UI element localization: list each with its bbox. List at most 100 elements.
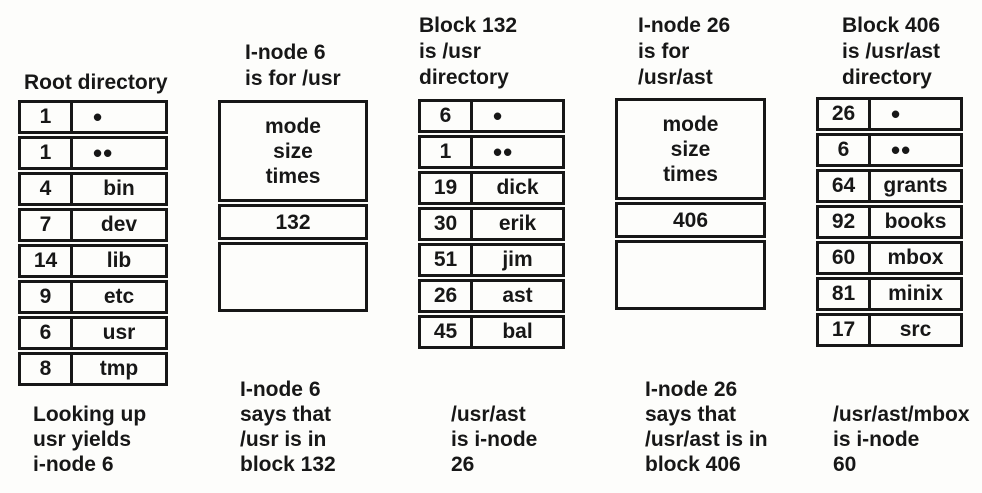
- inode-attributes-section: mode size times: [218, 100, 368, 202]
- entry-name-cell: grants: [883, 174, 948, 197]
- dir-entry-row: 26 •: [816, 97, 963, 131]
- inode-number-cell: 1: [421, 138, 473, 166]
- dir-entry-row: 9 etc: [18, 280, 168, 314]
- dir-entry-row: 1 ••: [18, 136, 168, 170]
- entry-name-cell: src: [899, 318, 932, 341]
- entry-name-cell: bal: [502, 320, 533, 343]
- dir-entry-row: 81 minix: [816, 277, 963, 311]
- root-lookup-caption: Looking up usr yields i-node 6: [33, 402, 146, 477]
- block-132-table: 6 • 1 •• 19 dick 30 erik 51 jim 26 ast 4…: [418, 99, 565, 349]
- title-line: is for: [638, 40, 690, 63]
- inode-number-cell: 45: [421, 318, 473, 346]
- caption-line: /usr/ast is in: [645, 428, 768, 451]
- caption-line: I-node 26: [645, 378, 738, 401]
- inode-26-box: mode size times 406: [615, 98, 766, 310]
- entry-name-cell: lib: [106, 249, 132, 272]
- entry-name-cell: mbox: [887, 246, 944, 269]
- title-line: directory: [842, 66, 932, 89]
- caption-line: is i-node: [451, 428, 538, 451]
- inode-6-caption: I-node 6 says that /usr is in block 132: [240, 377, 336, 477]
- caption-line: block 406: [645, 453, 741, 476]
- entry-name-cell: dev: [100, 213, 138, 236]
- dir-entry-row: 30 erik: [418, 207, 565, 241]
- inode-26-title: I-node 26 is for /usr/ast: [638, 13, 730, 91]
- inode-number-cell: 4: [21, 175, 73, 203]
- entry-name-cell: tmp: [99, 357, 139, 380]
- caption-line: I-node 6: [240, 378, 321, 401]
- inode-field: times: [663, 162, 718, 186]
- inode-number-cell: 51: [421, 246, 473, 274]
- block-pointer-value: 406: [672, 208, 709, 232]
- dir-entry-row: 7 dev: [18, 208, 168, 242]
- block-406-title: Block 406 is /usr/ast directory: [842, 13, 940, 91]
- title-line: Block 132: [419, 14, 518, 37]
- title-line: Block 406: [842, 14, 941, 37]
- inode-attributes-section: mode size times: [615, 98, 766, 200]
- inode-6-box: mode size times 132: [218, 100, 368, 312]
- block-132-title: Block 132 is /usr directory: [419, 13, 517, 91]
- inode-number-cell: 64: [819, 172, 871, 200]
- entry-name-cell: ast: [502, 284, 533, 307]
- entry-name-cell: ••: [93, 137, 114, 168]
- inode-number-cell: 17: [819, 316, 871, 344]
- block-pointer-section: 132: [218, 204, 368, 240]
- title-line: is /usr/ast: [842, 40, 941, 63]
- caption-line: Looking up: [33, 403, 147, 426]
- inode-6-title: I-node 6 is for /usr: [245, 40, 341, 92]
- inode-number-cell: 6: [421, 102, 473, 130]
- inode-number-cell: 1: [21, 103, 73, 131]
- inode-number-cell: 26: [819, 100, 871, 128]
- caption-line: /usr/ast/mbox: [833, 403, 970, 426]
- entry-name-cell: minix: [888, 282, 943, 305]
- inode-number-cell: 30: [421, 210, 473, 238]
- inode-26-caption: I-node 26 says that /usr/ast is in block…: [645, 377, 768, 477]
- entry-name-cell: ••: [891, 134, 912, 165]
- caption-line: /usr/ast: [451, 403, 526, 426]
- title-line: I-node 26: [638, 14, 731, 37]
- caption-line: 26: [451, 453, 475, 476]
- dir-entry-row: 14 lib: [18, 244, 168, 278]
- caption-line: block 132: [240, 453, 336, 476]
- dir-entry-row: 1 ••: [418, 135, 565, 169]
- entry-name-cell: erik: [498, 212, 537, 235]
- caption-line: i-node 6: [33, 453, 114, 476]
- title-line: directory: [419, 66, 509, 89]
- inode-number-cell: 7: [21, 211, 73, 239]
- entry-name-cell: books: [884, 210, 947, 233]
- caption-line: says that: [240, 403, 332, 426]
- dir-entry-row: 64 grants: [816, 169, 963, 203]
- inode-number-cell: 14: [21, 247, 73, 275]
- dir-entry-row: 17 src: [816, 313, 963, 347]
- inode-number-cell: 26: [421, 282, 473, 310]
- inode-field: mode: [662, 112, 719, 136]
- dir-entry-row: 6 usr: [18, 316, 168, 350]
- inode-field: times: [265, 164, 321, 188]
- inode-field: size: [273, 139, 313, 163]
- entry-name-cell: ••: [493, 136, 514, 167]
- dir-entry-row: 60 mbox: [816, 241, 963, 275]
- empty-section: [218, 242, 368, 312]
- caption-line: is i-node: [833, 428, 920, 451]
- dir-entry-row: 26 ast: [418, 279, 565, 313]
- dir-entry-row: 4 bin: [18, 172, 168, 206]
- title-line: /usr/ast: [638, 66, 713, 89]
- entry-name-cell: •: [93, 101, 104, 132]
- inode-number-cell: 9: [21, 283, 73, 311]
- dir-entry-row: 1 •: [18, 100, 168, 134]
- inode-field: size: [670, 137, 711, 161]
- dir-entry-row: 45 bal: [418, 315, 565, 349]
- block-406-caption: /usr/ast/mbox is i-node 60: [833, 402, 970, 477]
- empty-section: [615, 240, 766, 310]
- block-132-caption: /usr/ast is i-node 26: [451, 402, 537, 477]
- title-line: is for /usr: [245, 67, 341, 90]
- dir-entry-row: 8 tmp: [18, 352, 168, 386]
- dir-entry-row: 19 dick: [418, 171, 565, 205]
- title-line: I-node 6: [245, 41, 326, 64]
- inode-number-cell: 8: [21, 355, 73, 383]
- inode-number-cell: 19: [421, 174, 473, 202]
- caption-line: /usr is in: [240, 428, 327, 451]
- inode-number-cell: 6: [21, 319, 73, 347]
- inode-number-cell: 1: [21, 139, 73, 167]
- title-line: Root directory: [24, 71, 168, 94]
